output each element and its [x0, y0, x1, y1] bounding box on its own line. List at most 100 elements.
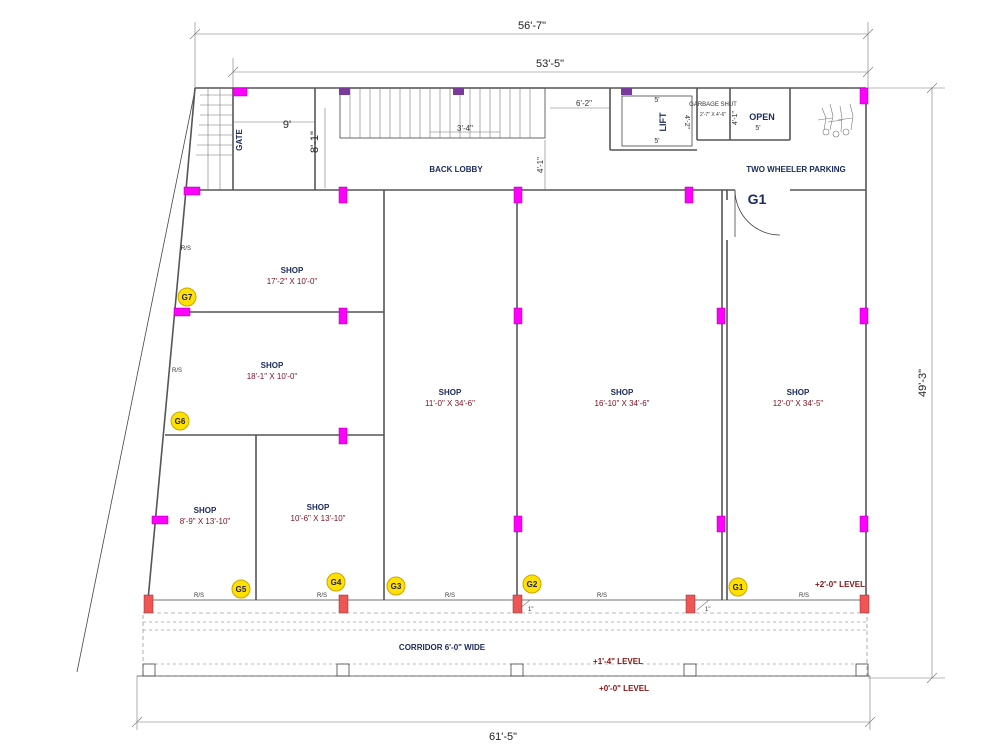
column: [339, 88, 350, 95]
shop-badges: G7 G6 G5 G4 G3 G2 G1: [170, 287, 748, 599]
dim-gate-depth: 8'-1": [309, 131, 321, 153]
walls: [147, 87, 867, 601]
column: [859, 87, 869, 105]
dim-stair-step: 3'-4": [457, 124, 473, 133]
badge-g5: [231, 579, 251, 599]
column: [338, 186, 348, 204]
front-column: [338, 594, 349, 614]
column: [173, 307, 191, 317]
column: [513, 307, 523, 325]
slope-mark: 1": [705, 607, 710, 613]
column: [859, 307, 869, 325]
dim-open-height: 4'-1": [732, 111, 739, 125]
back-lobby-label: BACK LOBBY: [429, 165, 483, 174]
shop-g4-size: 10'-6" X 13'-10": [291, 514, 346, 523]
badge-g4: [326, 572, 346, 592]
column: [716, 307, 726, 325]
column: [513, 515, 523, 533]
lift-label: LIFT: [658, 112, 668, 131]
levels: +2'-0" LEVEL +1'-4" LEVEL +0'-0" LEVEL: [593, 580, 865, 693]
shop-g4-name: SHOP: [307, 503, 330, 512]
rs-label: R/S: [172, 368, 182, 374]
level-corridor: +1'-4" LEVEL: [593, 657, 643, 666]
badge-g3-text: G3: [391, 582, 402, 591]
dim-lift-height: 4'-2": [683, 115, 690, 129]
column: [621, 88, 632, 95]
badge-g7-text: G7: [182, 293, 193, 302]
badge-g2-text: G2: [527, 580, 538, 589]
dim-gate-width: 9': [283, 119, 291, 131]
dimension-lines: 56'-7" 53'-5" 49'-3" 61'-5": [76, 20, 945, 743]
rs-label: R/S: [317, 593, 327, 599]
shop-g1-size: 12'-0" X 34'-5": [773, 399, 824, 408]
badge-g6-text: G6: [175, 417, 186, 426]
badge-g6: [170, 411, 190, 431]
corridor: CORRIDOR 6'-0" WIDE: [137, 612, 870, 677]
dim-open-width: 5': [755, 125, 760, 132]
column: [183, 186, 201, 196]
dim-lift-top: 5': [654, 97, 659, 104]
shop-g2-name: SHOP: [611, 388, 634, 397]
front-column: [685, 594, 696, 614]
shop-g2-size: 16'-10" X 34'-6": [595, 399, 650, 408]
room-labels: GATE BACK LOBBY LIFT GARBAGE SHUT 2'-7" …: [235, 102, 846, 207]
garbage-title: GARBAGE SHUT: [689, 102, 737, 108]
parking-label: TWO WHEELER PARKING: [746, 165, 845, 174]
dim-lift-bottom: 5': [654, 138, 659, 145]
front-column: [859, 594, 870, 614]
column: [338, 307, 348, 325]
slope-marks: 1" 1": [517, 599, 710, 613]
rs-label: R/S: [194, 593, 204, 599]
dim-top-outer: 56'-7": [518, 20, 546, 32]
badge-g1-text: G1: [733, 583, 744, 592]
shop-g3-name: SHOP: [439, 388, 462, 397]
shop-g7-size: 17'-2" X 10'-0": [267, 277, 318, 286]
shop-g3-size: 11'-0" X 34'-6": [425, 399, 475, 408]
shop-g6-name: SHOP: [261, 361, 284, 370]
rs-label: R/S: [445, 593, 455, 599]
floor-tag-label: G1: [748, 191, 767, 207]
column: [684, 186, 694, 204]
column: [338, 427, 348, 445]
rs-label: R/S: [181, 246, 191, 252]
badge-g5-text: G5: [236, 585, 247, 594]
shop-g7-name: SHOP: [281, 266, 304, 275]
rs-label: R/S: [799, 593, 809, 599]
gate-label: GATE: [235, 129, 244, 151]
dim-bottom: 61'-5": [489, 731, 517, 743]
corridor-label: CORRIDOR 6'-0" WIDE: [399, 643, 486, 652]
slope-mark: 1": [528, 607, 533, 613]
front-column: [143, 594, 154, 614]
column: [151, 515, 169, 525]
level-shops: +2'-0" LEVEL: [815, 580, 865, 589]
dim-lobby-to-lift: 6'-2": [576, 99, 592, 108]
dim-top-inner: 53'-5": [536, 58, 564, 70]
badge-g3: [386, 576, 406, 596]
open-label: OPEN: [749, 112, 775, 122]
shop-g1-name: SHOP: [787, 388, 810, 397]
column: [232, 87, 248, 97]
shop-g5-name: SHOP: [194, 506, 217, 515]
front-column: [512, 594, 523, 614]
level-ground: +0'-0" LEVEL: [599, 684, 649, 693]
rs-label: R/S: [597, 593, 607, 599]
shop-g6-size: 18'-1" X 10'-0": [247, 372, 298, 381]
badge-g1: [728, 577, 748, 597]
garbage-size: 2'-7" X 4'-6": [700, 112, 726, 118]
internal-dimensions: 9' 8'-1" 3'-4" 6'-2" 4'-1" 5' 5' 4'-2" 5…: [233, 97, 761, 190]
dim-lobby-depth: 4'-1": [536, 157, 545, 173]
badge-g7: [177, 287, 197, 307]
rolling-shutter-labels: R/S R/S R/S R/S R/S R/S R/S: [172, 246, 809, 599]
shop-g5-size: 8'-9" X 13'-10": [180, 517, 231, 526]
column: [513, 186, 523, 204]
badge-g4-text: G4: [331, 578, 342, 587]
badge-g2: [522, 574, 542, 594]
shop-labels: SHOP 17'-2" X 10'-0" SHOP 18'-1" X 10'-0…: [180, 266, 824, 526]
column: [453, 88, 464, 95]
stairs: [196, 88, 531, 190]
scooter-sketches: [817, 103, 854, 138]
dim-right: 49'-3": [917, 369, 929, 397]
column: [716, 515, 726, 533]
column: [859, 515, 869, 533]
